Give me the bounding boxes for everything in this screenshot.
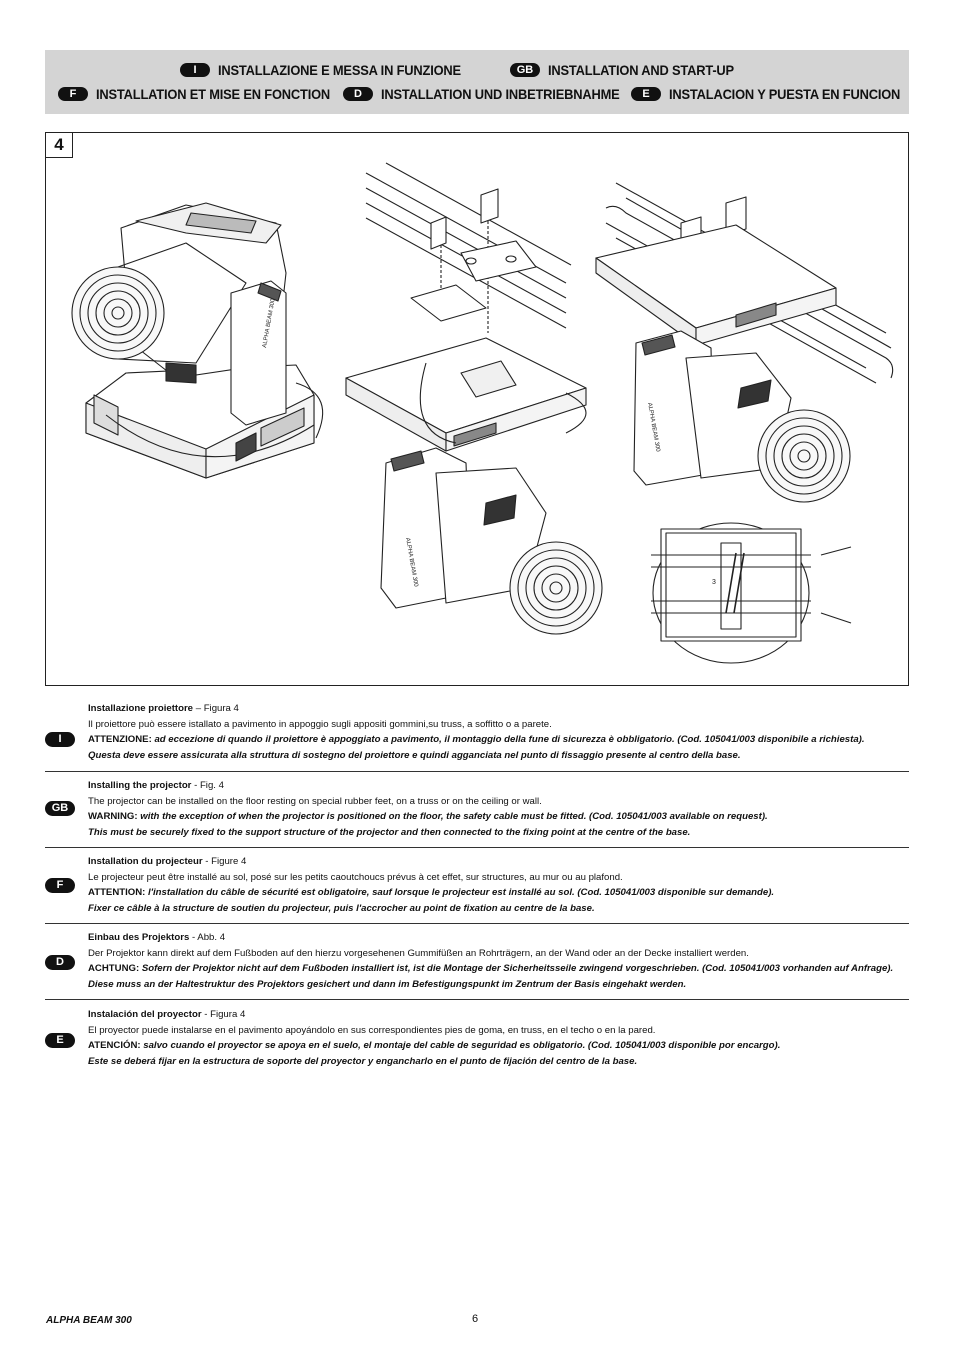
section-ref-it: – Figura 4 [193,703,239,714]
section-text-gb: The projector can be installed on the fl… [88,795,542,807]
section-title-de: Einbau des Projektors [88,932,190,943]
header-item-de: D INSTALLATION UND INBETRIEBNAHME [343,86,640,102]
footer-model-name: ALPHA BEAM 300 [46,1315,132,1326]
figure-4-illustration: ALPHA BEAM 300 [71,162,894,664]
section-title-es: Instalación del proyector [88,1009,202,1020]
lang-badge-fr: F [58,87,88,101]
section-title-gb: Installing the projector [88,780,192,791]
section-ref-fr: - Figure 4 [202,856,247,867]
lang-badge-it: I [180,63,210,77]
header-title-es: INSTALACION Y PUESTA EN FUNCION [669,86,901,102]
warning-line2-gb: This must be securely fixed to the suppo… [88,826,691,838]
header-band: I INSTALLAZIONE E MESSA IN FUNZIONE GB I… [45,50,909,114]
warning-label-es: ATENCIÓN: [88,1040,141,1051]
warning-label-fr: ATTENTION: [88,887,146,898]
warning-line2-fr: Fixer ce câble à la structure de soutien… [88,902,595,914]
section-text-it: Il proiettore può essere istallato a pav… [88,718,552,730]
lang-badge-gb: GB [510,63,540,77]
section-badge-de: D [45,955,75,970]
page-number: 6 [472,1313,479,1325]
section-ref-es: - Figura 4 [201,1009,246,1020]
header-item-gb: GB INSTALLATION AND START-UP [510,62,750,78]
separator [45,999,909,1000]
lang-badge-de: D [343,87,373,101]
base-plan-view-drawing: 3 [651,522,852,664]
truss-mount-exploded-drawing: ALPHA BEAM 300 [345,162,603,635]
warning-text-gb: with the exception of when the projector… [137,811,768,822]
section-text-fr: Le projecteur peut être installé au sol,… [88,871,623,883]
truss-mount-assembled-drawing: ALPHA BEAM 300 [595,182,894,503]
section-ref-gb: - Fig. 4 [191,780,224,791]
warning-label-de: ACHTUNG: [88,963,140,974]
warning-text-fr: l'installation du câble de sécurité est … [145,887,775,898]
figure-number: 4 [46,133,73,158]
floor-projector-drawing: ALPHA BEAM 300 [71,202,324,479]
warning-line2-de: Diese muss an der Haltestruktur des Proj… [88,978,687,990]
header-title-it: INSTALLAZIONE E MESSA IN FUNZIONE [218,62,461,78]
section-text-es: El proyector puede instalarse en el pavi… [88,1024,656,1036]
warning-label-it: ATTENZIONE: [88,734,152,745]
section-badge-it: I [45,732,75,747]
figure-4-frame: ALPHA BEAM 300 [45,132,909,686]
section-title-fr: Installation du projecteur [88,856,203,867]
section-ref-de: - Abb. 4 [189,932,226,943]
warning-text-de: Sofern der Projektor nicht auf dem Fußbo… [139,963,894,974]
figure-label-part-3: 3 [712,579,716,586]
section-title-it: Installazione proiettore [88,703,194,714]
separator [45,847,909,848]
warning-label-gb: WARNING: [88,811,138,822]
section-badge-gb: GB [45,801,75,816]
header-title-fr: INSTALLATION ET MISE EN FONCTION [96,86,331,102]
warning-text-es: salvo cuando el proyector se apoya en el… [140,1040,781,1051]
warning-line2-it: Questa deve essere assicurata alla strut… [88,749,741,761]
header-title-gb: INSTALLATION AND START-UP [548,62,734,78]
header-item-fr: F INSTALLATION ET MISE EN FONCTION [58,86,350,102]
separator [45,923,909,924]
section-text-de: Der Projektor kann direkt auf dem Fußbod… [88,947,749,959]
header-title-de: INSTALLATION UND INBETRIEBNAHME [381,86,620,102]
separator [45,771,909,772]
section-badge-es: E [45,1033,75,1048]
lang-badge-es: E [631,87,661,101]
section-badge-fr: F [45,878,75,893]
warning-text-it: ad eccezione di quando il proiettore è a… [151,734,865,745]
warning-line2-es: Este se deberá fijar en la estructura de… [88,1055,638,1067]
header-item-it: I INSTALLAZIONE E MESSA IN FUNZIONE [180,62,482,78]
header-item-es: E INSTALACION Y PUESTA EN FUNCION [631,86,920,102]
